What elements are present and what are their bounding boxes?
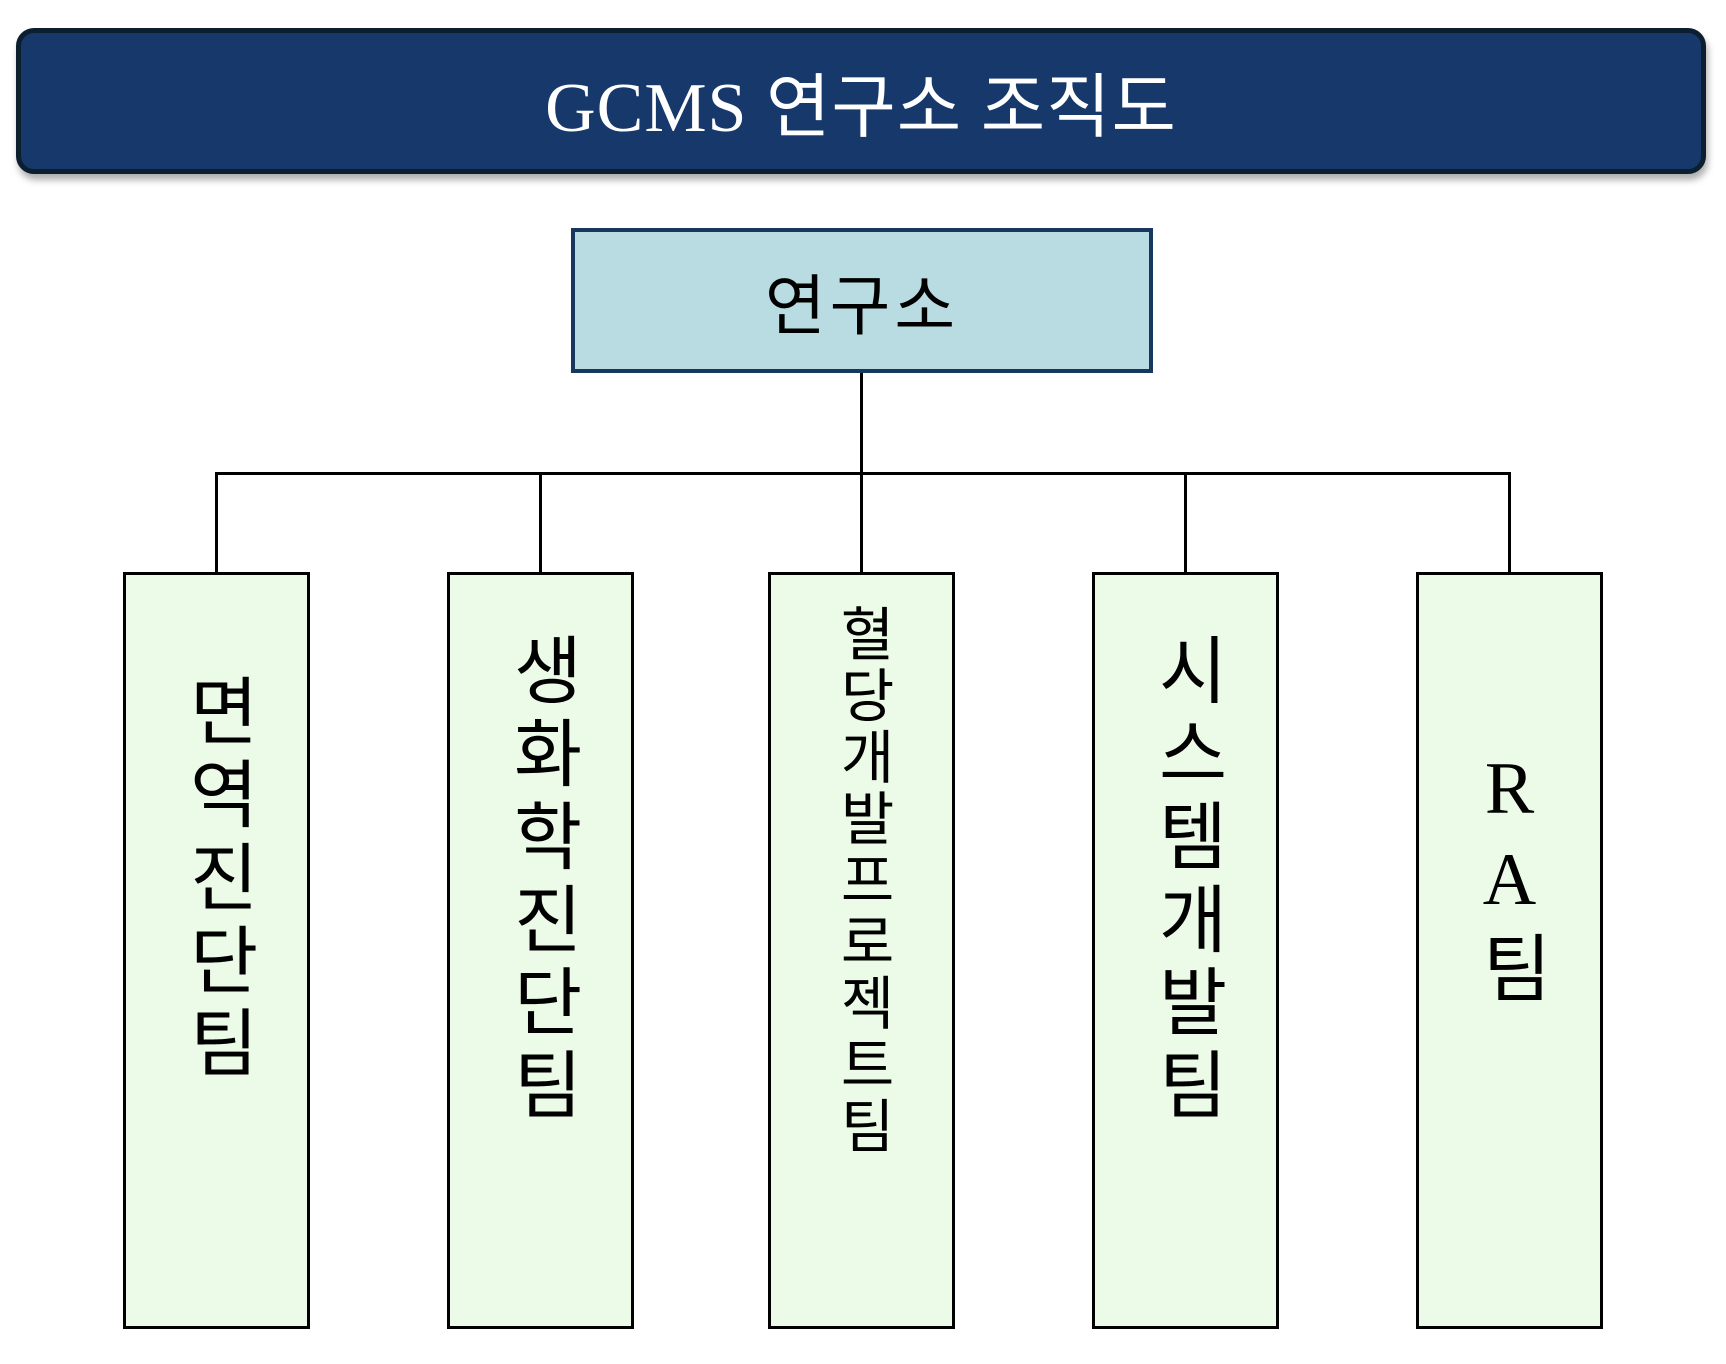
chart-title-banner: GCMS 연구소 조직도	[16, 28, 1706, 174]
root-node: 연구소	[571, 228, 1153, 373]
connector-drop-1	[215, 472, 218, 572]
team-node-immune-diagnostics: 면역진단팀	[123, 572, 310, 1329]
root-node-label: 연구소	[764, 270, 960, 344]
chart-title: GCMS 연구소 조직도	[545, 69, 1177, 147]
team-node-system-dev: 시스템개발팀	[1092, 572, 1279, 1329]
connector-drop-3	[860, 472, 863, 572]
team-label-immune-diagnostics: 면역진단팀	[175, 673, 258, 1088]
team-node-glucose-dev-project: 혈당개발프로젝트팀	[768, 572, 955, 1329]
connector-drop-4	[1184, 472, 1187, 572]
connector-drop-2	[539, 472, 542, 572]
team-node-biochem-diagnostics: 생화학진단팀	[447, 572, 634, 1329]
connector-crossbar	[215, 472, 1511, 475]
team-label-system-dev: 시스템개발팀	[1144, 631, 1227, 1130]
team-label-glucose-dev-project: 혈당개발프로젝트팀	[829, 603, 895, 1158]
connector-drop-5	[1508, 472, 1511, 572]
connector-stem	[860, 373, 863, 473]
team-node-ra: RA팀	[1416, 572, 1603, 1329]
team-label-ra: RA팀	[1468, 748, 1551, 1013]
team-label-biochem-diagnostics: 생화학진단팀	[499, 631, 582, 1130]
